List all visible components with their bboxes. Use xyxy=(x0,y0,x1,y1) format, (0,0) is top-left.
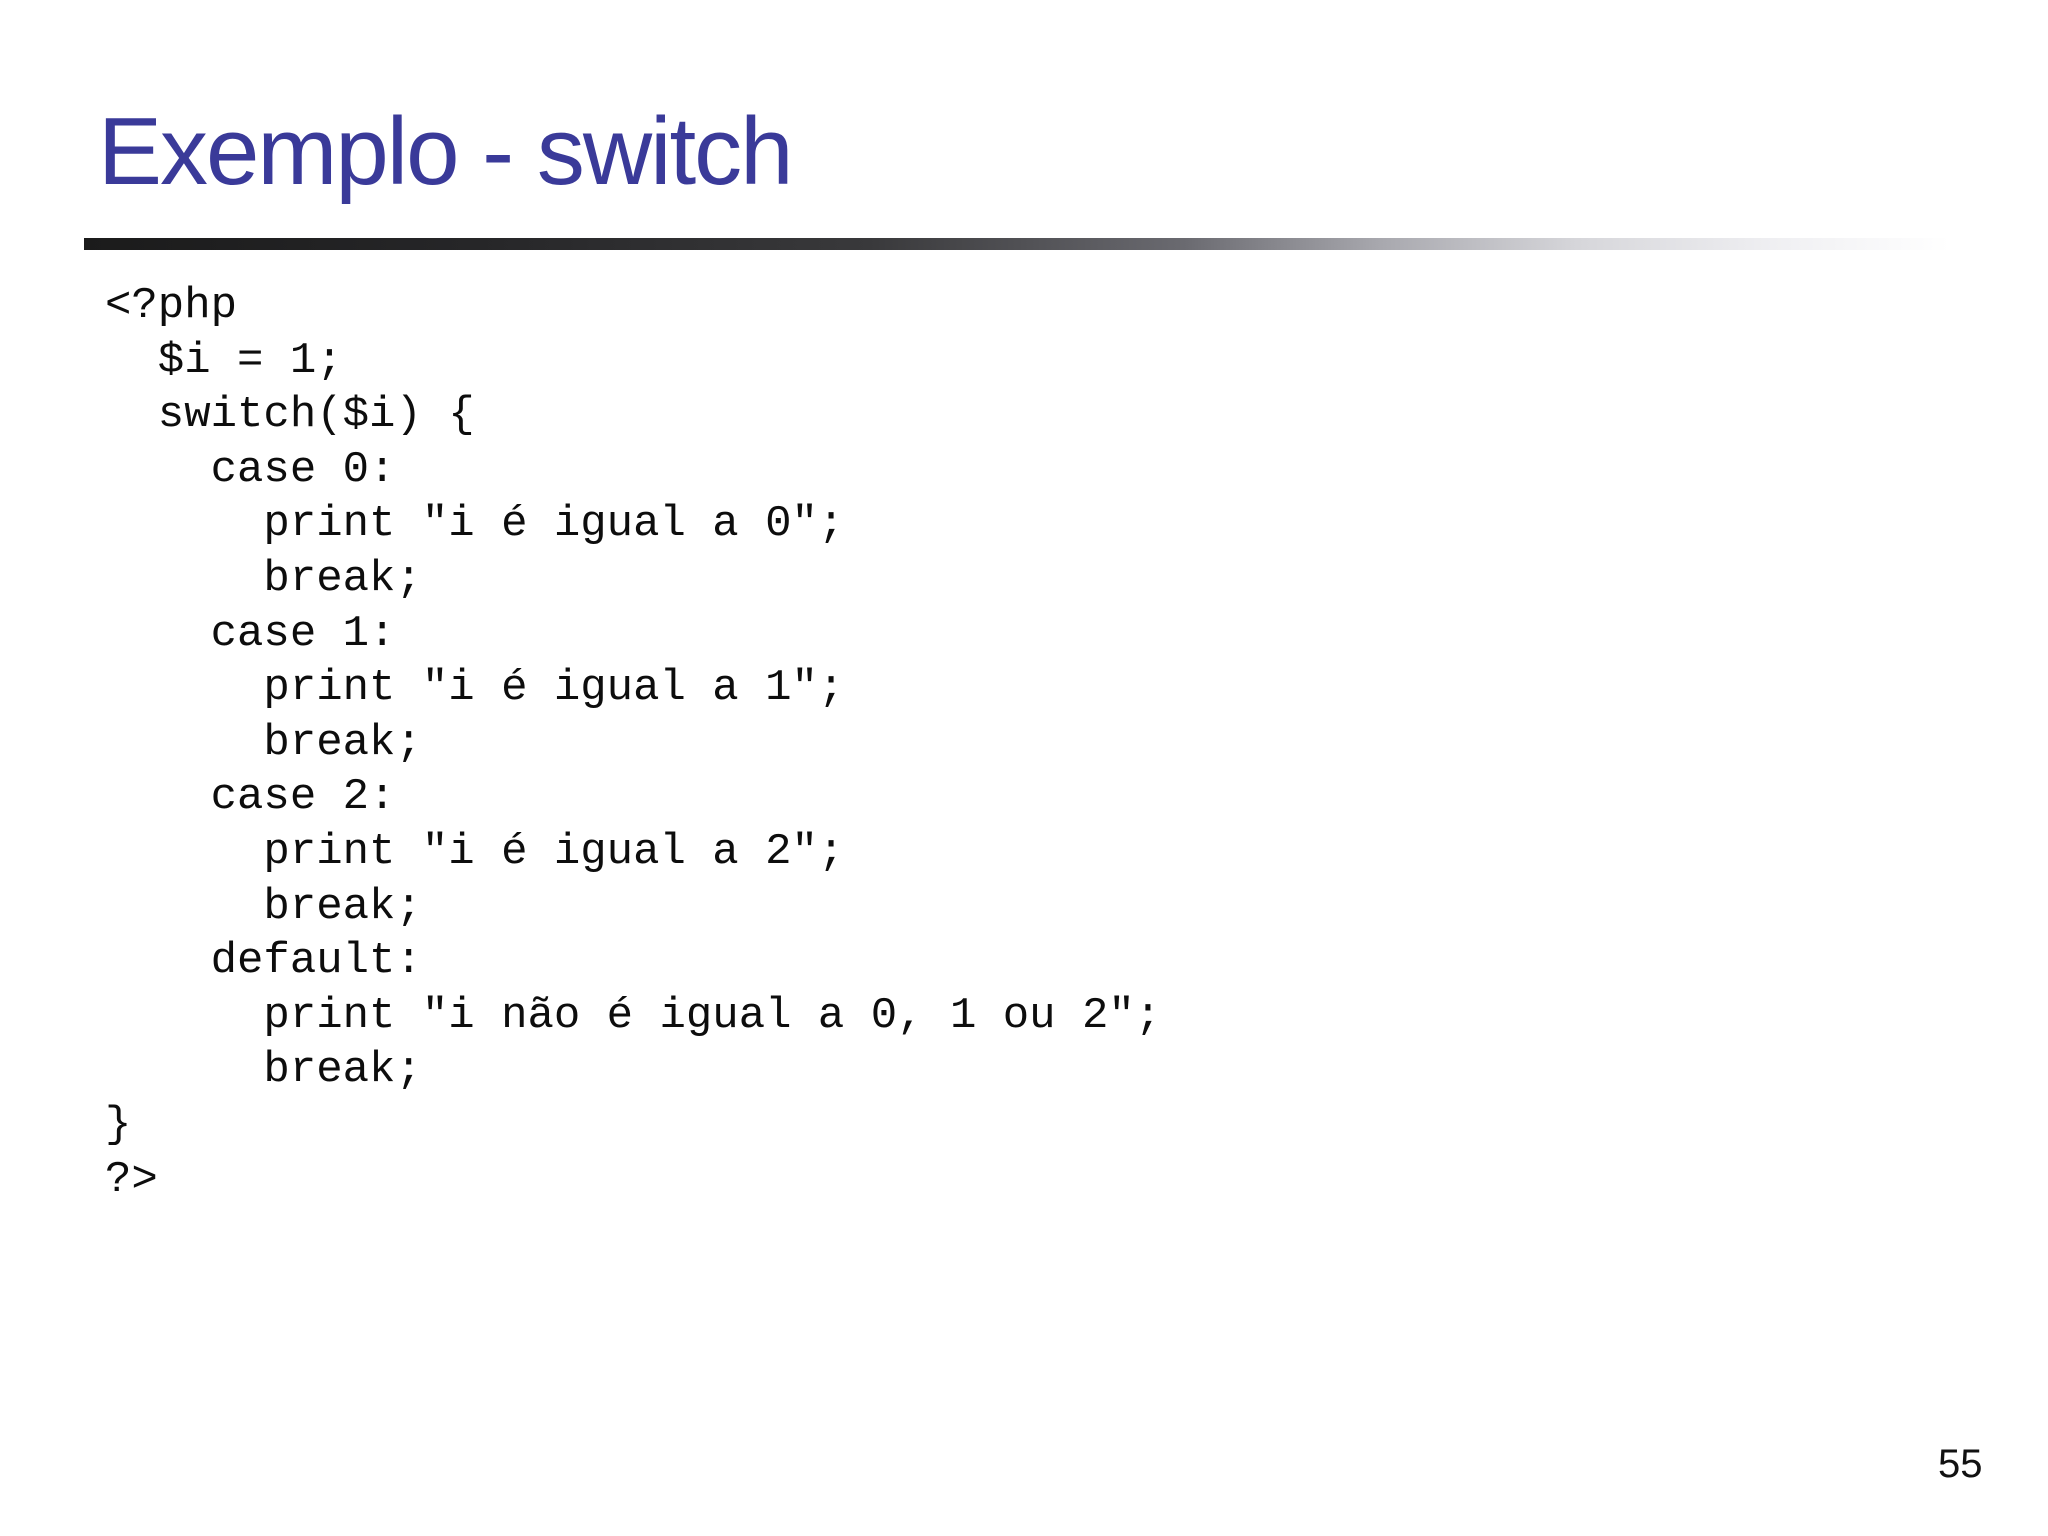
code-line: print "i é igual a 0"; xyxy=(105,499,845,550)
code-line: case 1: xyxy=(105,608,396,659)
code-line: print "i é igual a 1"; xyxy=(105,663,845,714)
code-line: switch($i) { xyxy=(105,390,475,441)
code-line: break; xyxy=(105,553,422,604)
title-underline-rule xyxy=(84,238,2048,250)
code-line: break; xyxy=(105,717,422,768)
code-line: case 2: xyxy=(105,772,396,823)
code-line: print "i é igual a 2"; xyxy=(105,826,845,877)
code-line: } xyxy=(105,1099,132,1150)
page-number: 55 xyxy=(1938,1442,1983,1486)
code-block: <?php $i = 1; switch($i) { case 0: print… xyxy=(105,279,1161,1207)
slide-title: Exemplo - switch xyxy=(98,98,794,205)
code-line: ?> xyxy=(105,1154,158,1205)
code-line: <?php xyxy=(105,281,238,331)
code-line: $i = 1; xyxy=(105,335,343,386)
code-line: break; xyxy=(105,1045,422,1096)
code-line: print "i não é igual a 0, 1 ou 2"; xyxy=(105,990,1162,1041)
code-line: default: xyxy=(105,936,422,987)
code-line: case 0: xyxy=(105,444,396,495)
code-line: break; xyxy=(105,881,422,932)
